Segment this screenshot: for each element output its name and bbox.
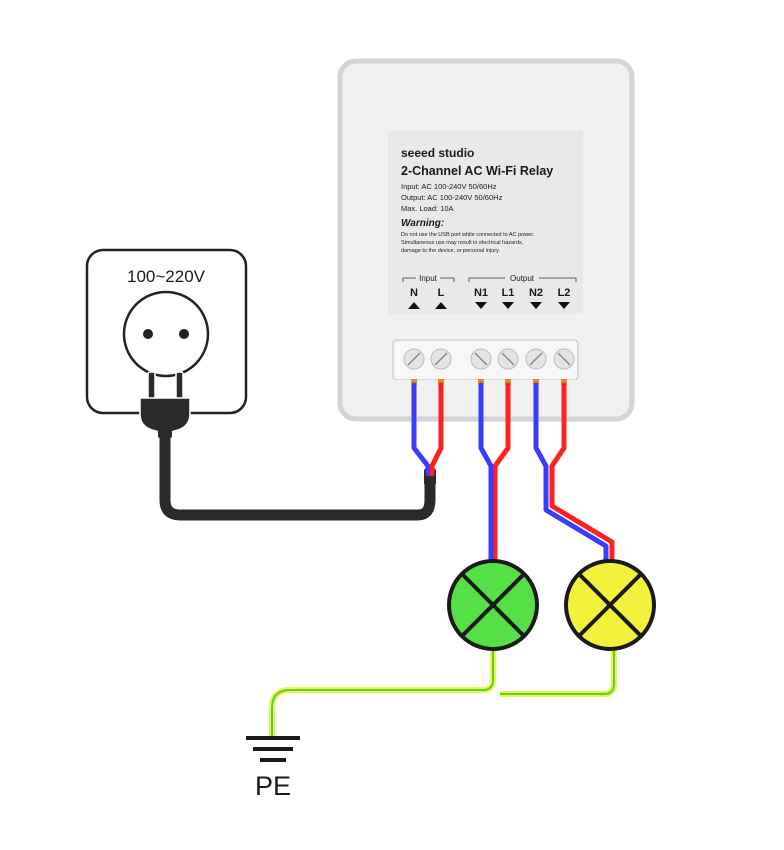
terminal-label-l1: L1 — [502, 287, 515, 299]
output-arrow-n1 — [475, 302, 487, 309]
lamp1-live-wire — [492, 382, 511, 565]
terminal-screws — [403, 348, 575, 370]
input-arrow-n — [408, 302, 420, 309]
warning-line-1: Do not use the USB port while connected … — [401, 232, 535, 238]
output-group-label: Output — [510, 274, 535, 283]
lamp-1 — [447, 559, 539, 651]
relay-title: 2-Channel AC Wi-Fi Relay — [401, 164, 553, 178]
terminal-label-l2: L2 — [558, 287, 571, 299]
terminal-label-n2: N2 — [529, 287, 543, 299]
socket-face — [122, 290, 210, 378]
spec-input: Input: AC 100-240V 50/60Hz — [401, 182, 497, 191]
lamp2-live-wire — [549, 382, 615, 565]
terminal-label-n1: N1 — [474, 287, 488, 299]
relay-module: seeed studio 2-Channel AC Wi-Fi Relay In… — [337, 58, 635, 422]
warning-line-2: Simultaneous use may result in electrica… — [401, 240, 524, 246]
output-arrow-n2 — [530, 302, 542, 309]
wall-socket: 100~220V — [85, 248, 248, 415]
power-plug — [139, 371, 191, 438]
power-cable — [159, 426, 436, 521]
relay-label-panel — [388, 131, 583, 314]
warning-line-3: damage to the device, or personal injury… — [401, 248, 500, 254]
output-arrow-l1 — [502, 302, 514, 309]
earth-wires — [269, 648, 617, 736]
socket-voltage-label: 100~220V — [127, 267, 206, 286]
ground-label: PE — [255, 771, 291, 801]
lamp1-neutral-wire — [478, 382, 494, 565]
input-group-label: Input — [419, 274, 438, 283]
output-arrow-l2 — [558, 302, 570, 309]
input-live-wire — [429, 382, 444, 477]
terminal-pins — [411, 379, 567, 385]
spec-max-load: Max. Load: 10A — [401, 204, 454, 213]
warning-title: Warning: — [401, 218, 444, 229]
terminal-label-n: N — [410, 287, 418, 299]
lamp-2 — [564, 559, 656, 651]
socket-hole-right — [179, 329, 189, 339]
terminal-label-l: L — [438, 287, 445, 299]
lamp2-neutral-wire — [533, 382, 609, 565]
socket-hole-left — [143, 329, 153, 339]
input-neutral-wire — [411, 382, 431, 477]
brand-logo: seeed studio — [401, 146, 474, 160]
ground-symbol — [246, 736, 300, 762]
spec-output: Output: AC 100-240V 50/60Hz — [401, 193, 503, 202]
input-arrow-l — [435, 302, 447, 309]
